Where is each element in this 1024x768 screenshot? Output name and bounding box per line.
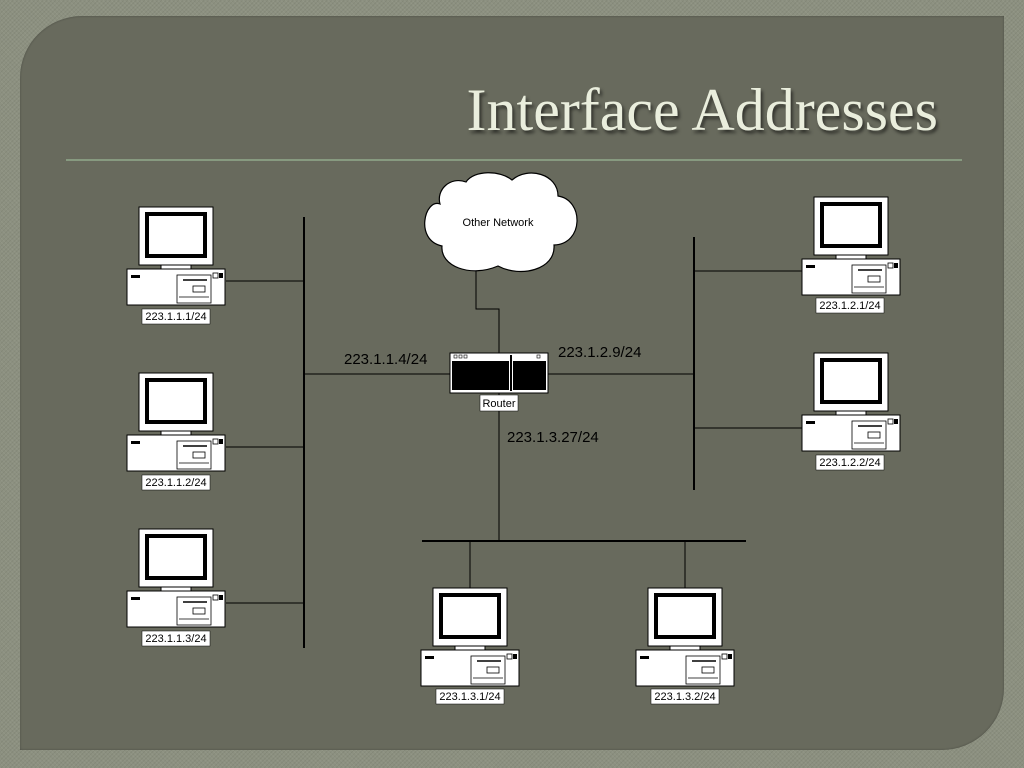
router-label: Router [482,398,515,410]
host-4: 223.1.2.1/24 [800,195,902,314]
network-links [226,217,802,648]
computer-icon [419,586,521,688]
slide-title: Interface Addresses [466,77,938,143]
host-address-label: 223.1.1.3/24 [145,633,206,645]
host-address-label: 223.1.2.2/24 [819,457,880,469]
host-address-label: 223.1.2.1/24 [819,300,880,312]
host-3: 223.1.1.3/24 [125,527,227,647]
host-6: 223.1.3.1/24 [419,586,521,705]
host-2: 223.1.1.2/24 [125,371,227,491]
host-5: 223.1.2.2/24 [800,351,902,471]
host-address-label: 223.1.1.2/24 [145,477,206,489]
cloud-router-link [475,268,500,353]
interface-label-subnet3: 223.1.3.27/24 [507,429,599,446]
computer-icon [800,195,902,297]
router-icon [449,352,549,394]
computer-icon [800,351,902,453]
host-address-label: 223.1.3.1/24 [439,691,500,703]
host-7: 223.1.3.2/24 [634,586,736,705]
computer-icon [634,586,736,688]
computer-icon [125,205,227,307]
host-1: 223.1.1.1/24 [125,205,227,325]
computer-icon [125,527,227,629]
computer-icon [125,371,227,473]
cloud-icon [424,172,578,273]
router-label-box [479,394,519,412]
host-address-label: 223.1.3.2/24 [654,691,715,703]
interface-label-subnet1: 223.1.1.4/24 [344,351,427,368]
interface-label-subnet2: 223.1.2.9/24 [558,344,641,361]
cloud-label: Other Network [463,217,534,229]
host-address-label: 223.1.1.1/24 [145,311,206,323]
title-divider [66,159,962,161]
